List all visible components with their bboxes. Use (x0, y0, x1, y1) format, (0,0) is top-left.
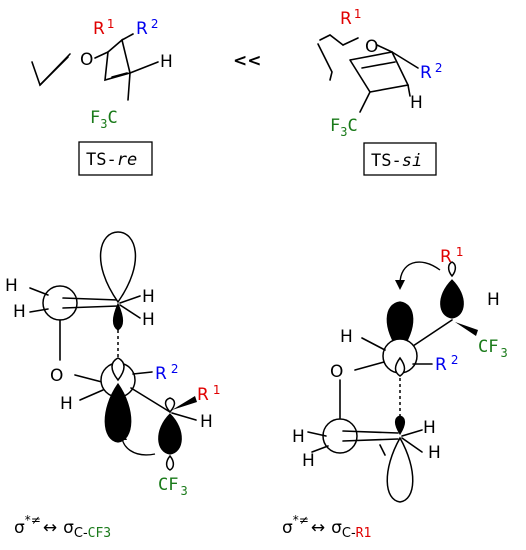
r2-bond-si (391, 51, 419, 69)
right-caption: σ*≠↔σC-R1 (282, 513, 371, 541)
h-bond-right-4 (401, 429, 423, 437)
vinyl-bond-si (319, 34, 344, 46)
left-oxygen: O (50, 366, 63, 386)
orbital-diagram-left (29, 231, 197, 471)
h-bond-si (407, 84, 411, 97)
right-h3: H (292, 427, 305, 447)
o-c-bond-re (94, 51, 109, 59)
sigma-lobe-filled-right (440, 279, 464, 319)
ts-re-label: TS-re (86, 150, 137, 170)
p-orbital-circle-lower-right (322, 418, 358, 454)
p-lobe-top-filled (112, 302, 124, 331)
orbital-diagram-right (307, 261, 478, 503)
h-bond-re (129, 61, 159, 74)
ts-si-cf3: F3C (330, 116, 358, 139)
ts-re-cf3: F3C (90, 108, 118, 131)
c-r2-bond-left (132, 371, 153, 375)
right-h2: H (340, 327, 353, 347)
alkene-bond-right (342, 430, 399, 434)
vinyl-double-re (39, 56, 69, 86)
ts-si-label: TS-si (371, 151, 422, 171)
ts-si-oxygen: O (365, 37, 378, 57)
p-lobe-lower-open (111, 357, 125, 382)
alkene-bond-right-2 (342, 438, 399, 442)
h-bond-left-5 (79, 389, 104, 401)
arrowhead-left (117, 430, 127, 440)
curved-arrow-right (399, 261, 441, 285)
p-orbital-circle-top-left (42, 285, 78, 321)
h-bond-right-2 (307, 431, 327, 437)
left-caption: σ*≠↔σC-CF3 (14, 513, 111, 541)
sigma-lobe-small-right (447, 261, 457, 278)
ts-si-hydrogen: H (410, 93, 423, 113)
p-lobe-top-open (99, 231, 137, 304)
sigma-lobe-tail-left (165, 454, 175, 471)
ts-re-hydrogen: H (160, 52, 173, 72)
o-c-bond-left (74, 374, 103, 383)
arrowhead-right (395, 280, 405, 290)
p-lobe-lower-right-filled (394, 415, 406, 436)
h-bond-right-6 (379, 444, 386, 456)
ts-si-structure (317, 34, 419, 113)
cf3-bond-si (359, 91, 371, 113)
p-lobe-lower-filled (104, 382, 132, 443)
alkene-bond-left-2 (62, 305, 119, 309)
left-h6: H (200, 412, 213, 432)
c-r1-bond-si (342, 37, 359, 46)
wedge-bond-cf3-right (455, 322, 478, 336)
h-bond-left-3 (119, 295, 141, 304)
h-bond-right-3 (311, 445, 329, 453)
c-o-bond-right (354, 361, 385, 371)
h-bond-left-4 (119, 304, 141, 319)
right-h6: H (428, 443, 441, 463)
right-oxygen: O (330, 362, 343, 382)
ts-re-structure (31, 33, 159, 101)
right-h4: H (302, 451, 315, 471)
h-bond-left-1 (29, 287, 49, 296)
left-h1: H (5, 276, 18, 296)
vinyl-chain-si (317, 43, 333, 81)
ring-bonds-si (349, 51, 410, 93)
ts-re-box (78, 141, 153, 176)
left-h2: H (13, 302, 26, 322)
vinyl-bond-re (31, 53, 71, 87)
c-c-bond-left (130, 387, 171, 413)
r2-bond-re (121, 33, 134, 41)
left-h3: H (142, 287, 155, 307)
inner-double-re (111, 72, 128, 78)
comparison-sign: << (233, 51, 262, 71)
sigma-lobe-filled-left (158, 413, 182, 455)
ts-re-oxygen: O (80, 50, 93, 70)
o-c-bond-si (376, 44, 393, 53)
p-lobe-lower-right-open (386, 436, 414, 503)
ts-si-box (363, 142, 437, 176)
sigma-lobe-small-left (164, 397, 176, 414)
left-h4: H (142, 310, 155, 330)
right-h5: H (423, 418, 436, 438)
wedge-bond-r1-left (172, 396, 197, 410)
left-h5: H (60, 394, 73, 414)
c-c-bond-right (409, 319, 453, 349)
alkene-bond-left (62, 297, 119, 301)
h-bond-right-5 (401, 437, 423, 453)
right-h1: H (487, 290, 500, 310)
h-bond-right-1 (361, 337, 386, 351)
cf3-bond-re (127, 72, 131, 101)
h-bond-left-6 (171, 412, 197, 421)
inner-double-si (361, 61, 396, 69)
p-lobe-central-open (394, 356, 406, 377)
h-bond-left-2 (29, 308, 49, 313)
